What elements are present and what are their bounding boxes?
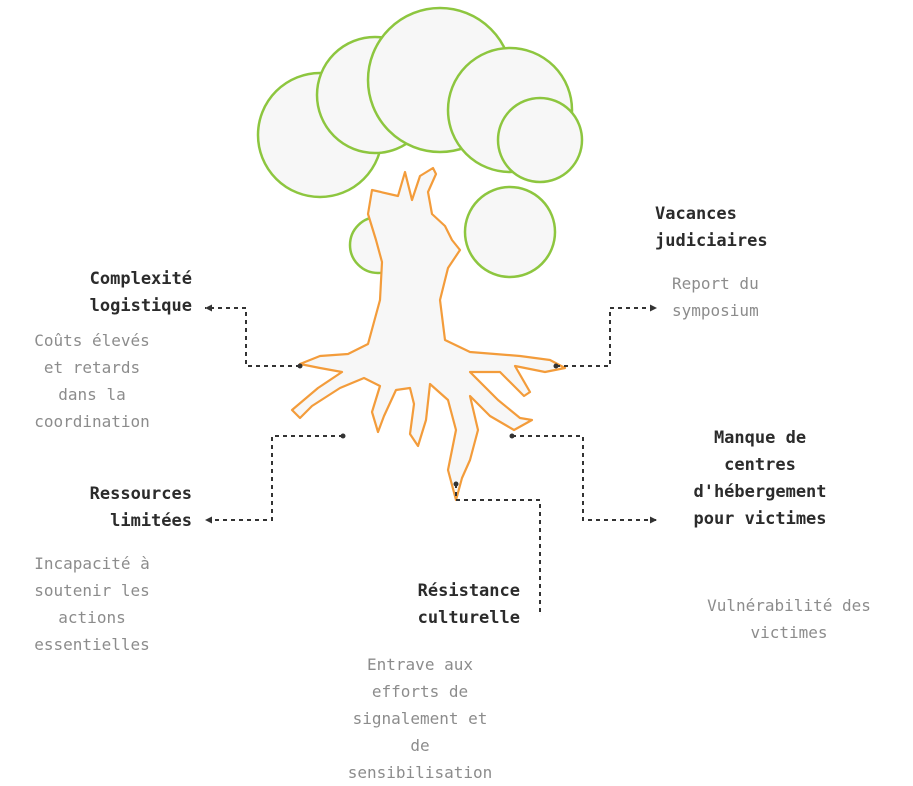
challenge-resistance-culturelle: Résistance culturelle	[340, 578, 520, 632]
title-line: Complexité	[89, 269, 192, 289]
challenge-description: Entrave aux efforts de signalement et de…	[320, 651, 520, 786]
challenge-title: Ressources limitées	[30, 481, 192, 535]
description-line: coordination	[34, 412, 150, 431]
description-line: Incapacité à	[34, 554, 150, 573]
description-line: actions	[58, 608, 126, 627]
description-line: Coûts élevés	[34, 331, 150, 350]
canopy-cloud	[496, 96, 584, 184]
connector-anchor-dot	[553, 363, 559, 369]
dashed-connector	[512, 435, 657, 521]
title-line: Résistance	[417, 581, 520, 601]
title-line: centres	[724, 455, 796, 475]
description-line: sensibilisation	[347, 763, 493, 782]
challenge-ressources-limitees: Ressources limitées	[30, 481, 192, 535]
connector-lines	[205, 304, 657, 612]
title-line: culturelle	[417, 608, 520, 628]
description-line: victimes	[750, 623, 828, 642]
title-line: d'hébergement	[693, 482, 827, 502]
title-line: judiciaires	[655, 231, 768, 251]
connector-anchor-dot	[297, 363, 303, 369]
canopy-cloud	[463, 185, 557, 279]
arrowhead-icon	[650, 516, 657, 524]
description-line: dans la	[58, 385, 126, 404]
challenge-description: Report du symposium	[672, 270, 872, 324]
challenge-title: Résistance culturelle	[340, 578, 520, 632]
tree-trunk-roots	[290, 166, 567, 502]
challenge-title: Manque de centres d'hébergement pour vic…	[650, 425, 870, 533]
description-line: soutenir les	[34, 581, 150, 600]
challenge-description: Incapacité à soutenir les actions essent…	[2, 550, 182, 658]
connector-anchor-dot	[453, 481, 459, 487]
title-line: Manque de	[713, 428, 807, 448]
tree-illustration	[256, 6, 584, 502]
title-line: Ressources	[89, 484, 192, 504]
dashed-connector	[556, 307, 657, 367]
title-line: logistique	[89, 296, 192, 316]
description-line: de	[410, 736, 430, 755]
title-line: Vacances	[655, 204, 737, 224]
arrowhead-icon	[205, 516, 212, 524]
dashed-connector	[455, 484, 541, 612]
dashed-connector	[205, 307, 300, 367]
challenge-vacances-judiciaires: Vacances judiciaires	[655, 201, 855, 255]
challenge-description: Vulnérabilité des victimes	[665, 592, 913, 646]
description-line: signalement et	[352, 709, 488, 728]
connector-anchor-dot	[340, 433, 346, 439]
challenge-title: Vacances judiciaires	[655, 201, 855, 255]
title-line: pour victimes	[693, 509, 827, 529]
connector-anchor-dot	[509, 433, 515, 439]
challenge-description: Coûts élevés et retards dans la coordina…	[2, 327, 182, 435]
tree-canopy	[256, 6, 584, 279]
dashed-connector	[205, 435, 343, 521]
description-line: symposium	[672, 301, 759, 320]
description-line: Entrave aux	[367, 655, 473, 674]
challenge-manque-centres-hebergement: Manque de centres d'hébergement pour vic…	[650, 425, 870, 533]
arrowhead-icon	[205, 304, 212, 312]
arrowhead-icon	[650, 304, 657, 312]
description-line: efforts de	[371, 682, 469, 701]
description-line: Vulnérabilité des	[707, 596, 871, 615]
title-line: limitées	[110, 511, 192, 531]
description-line: et retards	[43, 358, 141, 377]
tree-trunk	[290, 166, 567, 502]
challenge-title: Complexité logistique	[30, 266, 192, 320]
description-line: Report du	[672, 274, 759, 293]
description-line: essentielles	[34, 635, 150, 654]
challenge-complexite-logistique: Complexité logistique	[30, 266, 192, 320]
